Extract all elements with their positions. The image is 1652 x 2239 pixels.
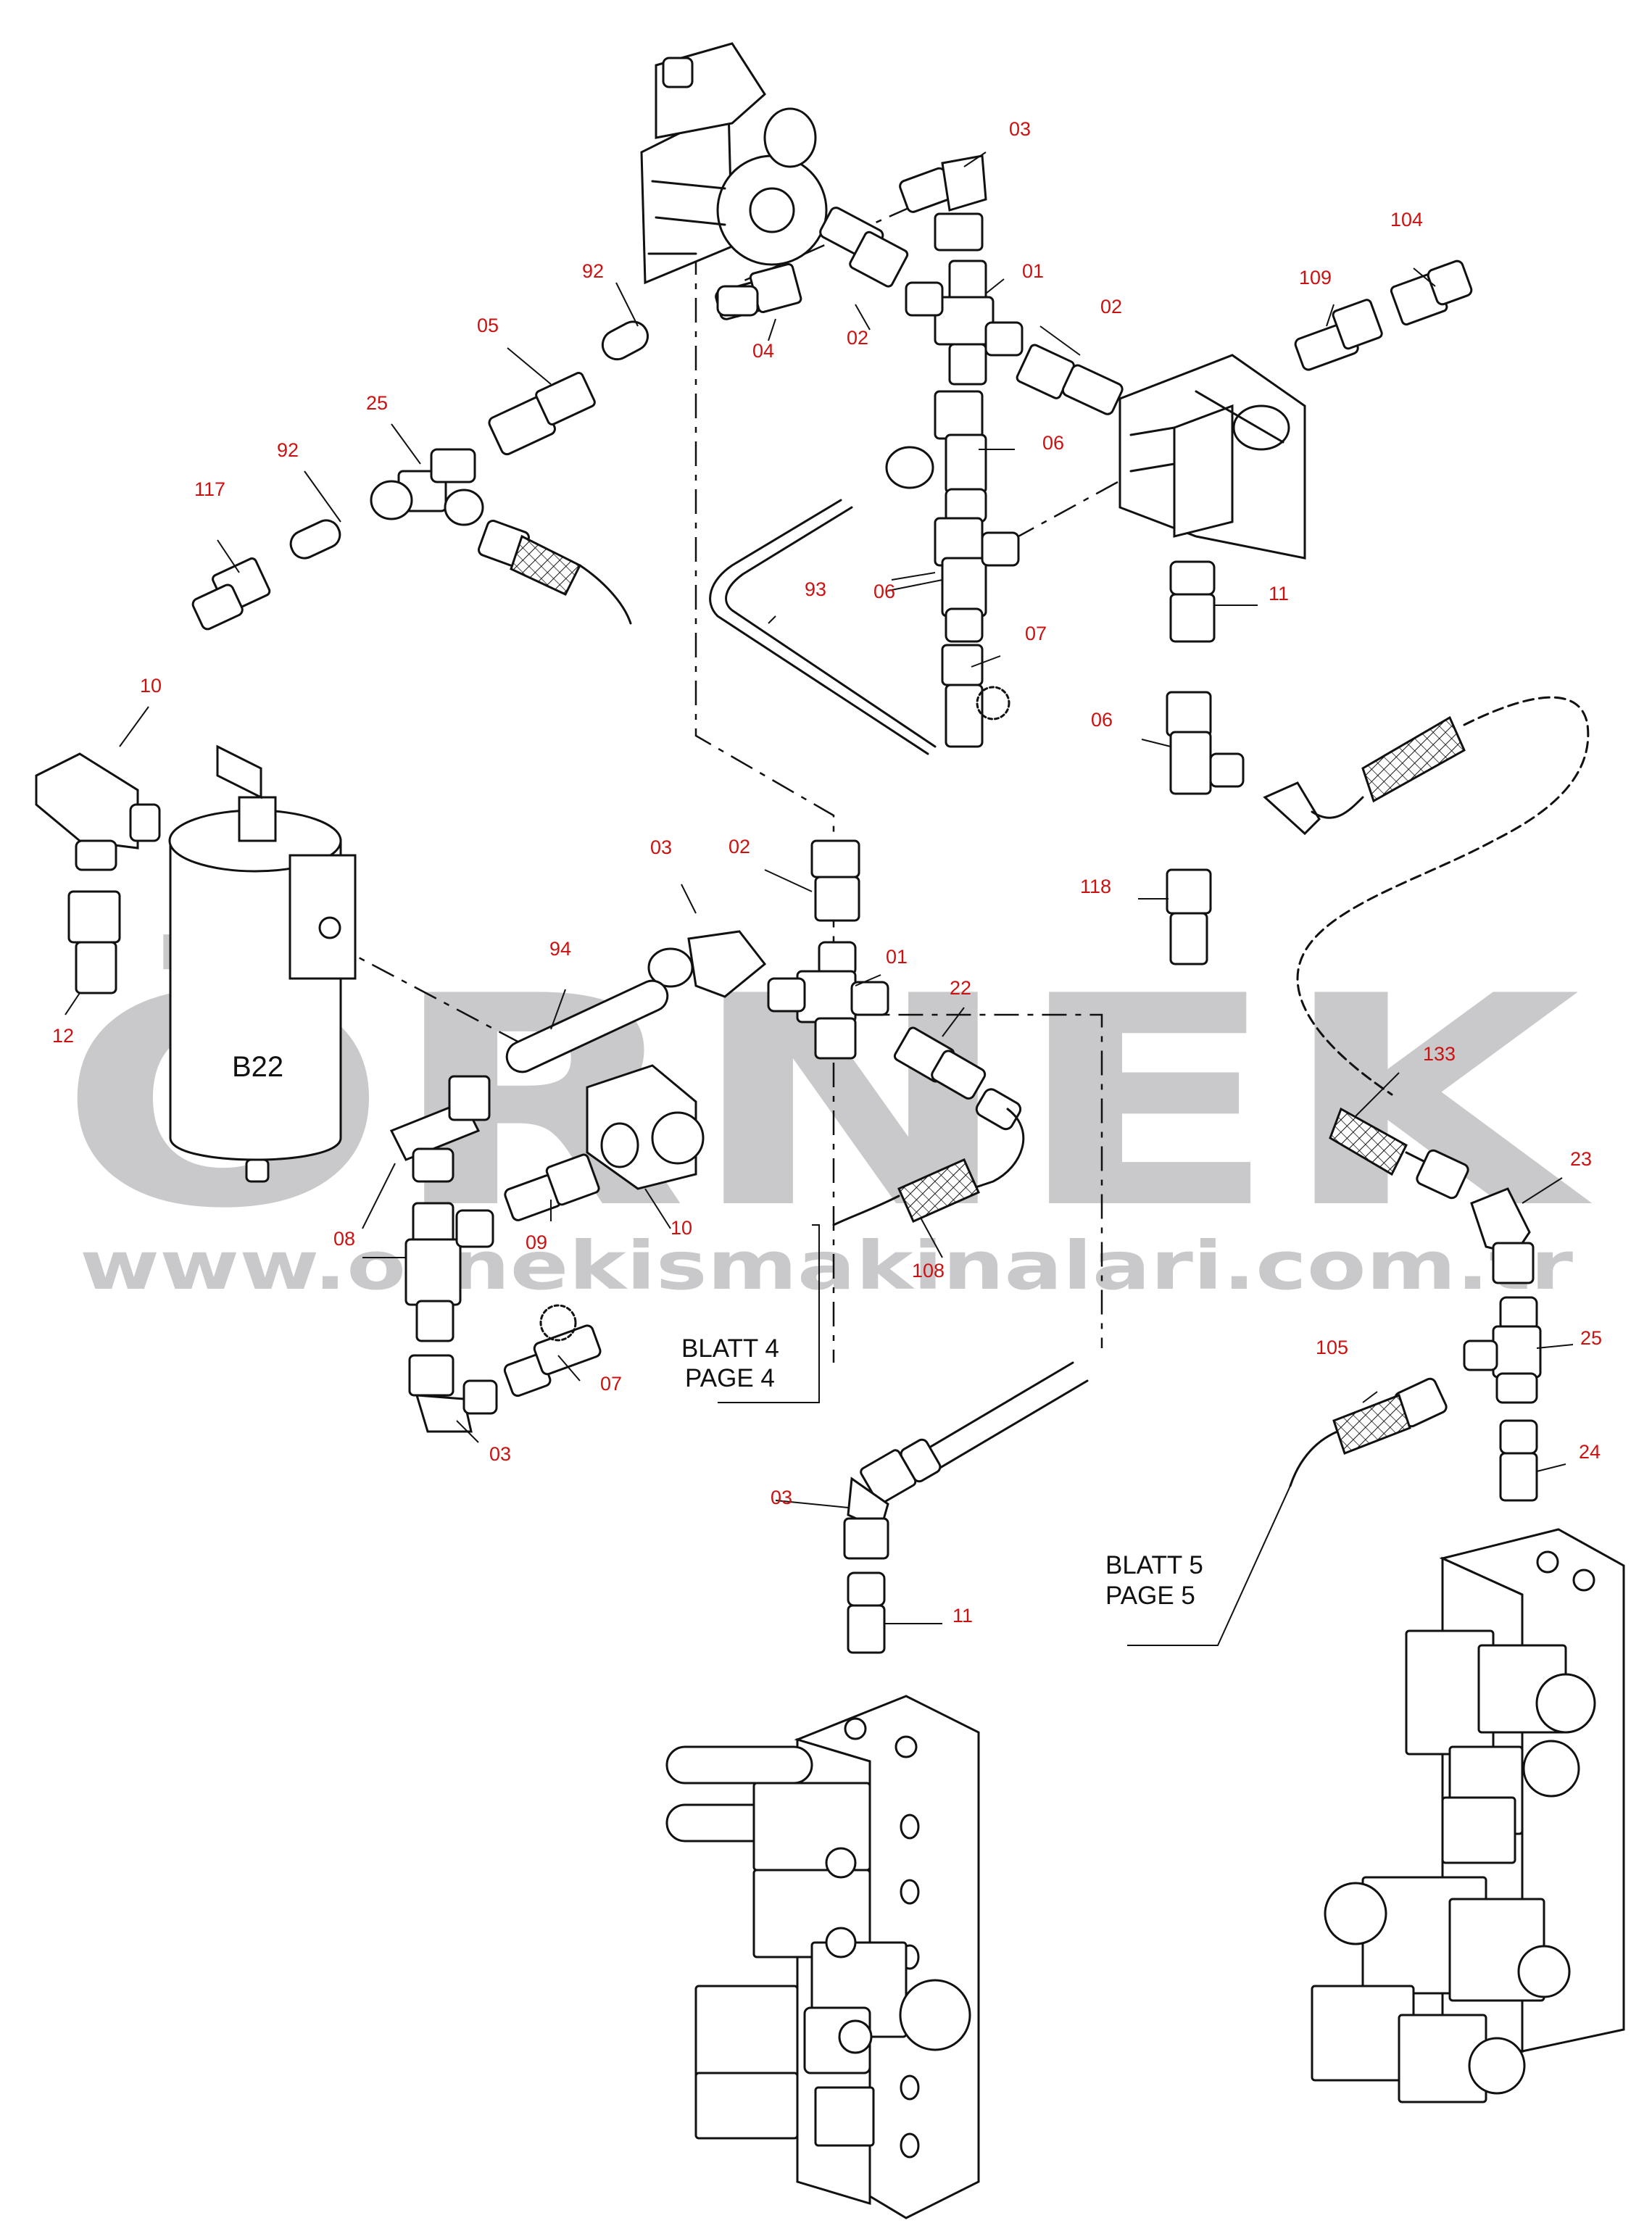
label-25-right: 25	[1580, 1327, 1602, 1349]
pressure-switch	[1118, 259, 1590, 1096]
label-133: 133	[1423, 1043, 1456, 1065]
watermark-url: www.ornekismakinalari.com.tr	[80, 1227, 1574, 1305]
label-92-top: 92	[582, 260, 604, 282]
label-05: 05	[477, 315, 499, 336]
label-08: 08	[333, 1228, 355, 1250]
label-11-lower: 11	[952, 1605, 973, 1627]
label-25-top: 25	[366, 392, 388, 414]
label-03-mid: 03	[650, 836, 672, 858]
label-108: 108	[912, 1260, 945, 1281]
label-04: 04	[752, 340, 774, 362]
page-references: BLATT 4 PAGE 4 BLATT 5 PAGE 5	[681, 1334, 1203, 1610]
label-02-left: 02	[847, 327, 868, 349]
label-03-lower: 03	[771, 1487, 792, 1508]
fittings-upper-left	[191, 320, 649, 631]
solenoid-valve-top	[640, 42, 828, 285]
valve-block-right	[1289, 1107, 1625, 2103]
label-11-top: 11	[1269, 583, 1289, 605]
label-12: 12	[52, 1025, 74, 1047]
label-24: 24	[1579, 1441, 1601, 1463]
label-92-left: 92	[277, 439, 299, 461]
label-105: 105	[1316, 1337, 1348, 1358]
label-09: 09	[526, 1231, 547, 1253]
label-07-top: 07	[1025, 623, 1047, 644]
leader-lines	[65, 151, 1574, 1646]
label-10-mid: 10	[671, 1217, 692, 1239]
label-01-top: 01	[1022, 260, 1044, 282]
blatt-5-label: BLATT 5	[1105, 1551, 1203, 1579]
label-104: 104	[1390, 209, 1423, 230]
blatt-4-label: BLATT 4	[681, 1334, 779, 1363]
label-03-top: 03	[1009, 118, 1031, 140]
filter-b22: B22	[35, 744, 357, 1183]
component-b22-label: B22	[232, 1051, 283, 1083]
label-117: 117	[194, 478, 225, 500]
fittings-mid-left	[389, 1064, 705, 1433]
label-93: 93	[805, 578, 826, 600]
label-01-mid: 01	[886, 946, 908, 968]
valve-block-left	[665, 1361, 1089, 2219]
page-5-label: PAGE 5	[1105, 1582, 1195, 1610]
fitting-04	[716, 285, 759, 317]
label-94: 94	[549, 938, 571, 960]
label-22: 22	[950, 977, 971, 999]
page-4-label: PAGE 4	[685, 1364, 775, 1392]
label-06-upper: 06	[1042, 432, 1064, 454]
label-02-right: 02	[1100, 296, 1122, 317]
label-109: 109	[1299, 267, 1332, 288]
fittings-middle	[505, 839, 1025, 1226]
label-03-lower-left: 03	[489, 1443, 511, 1465]
label-23: 23	[1570, 1148, 1592, 1170]
pipe-93	[709, 499, 937, 755]
label-10-top: 10	[140, 675, 162, 697]
label-02-mid: 02	[729, 836, 750, 857]
label-06-right: 06	[1091, 709, 1113, 731]
label-118: 118	[1080, 876, 1111, 897]
part-labels: 03 01 02 02 04 92 05 25 92 117 104 109 0…	[52, 118, 1602, 1627]
label-06-lower: 06	[873, 581, 895, 602]
label-07-left: 07	[600, 1373, 622, 1395]
